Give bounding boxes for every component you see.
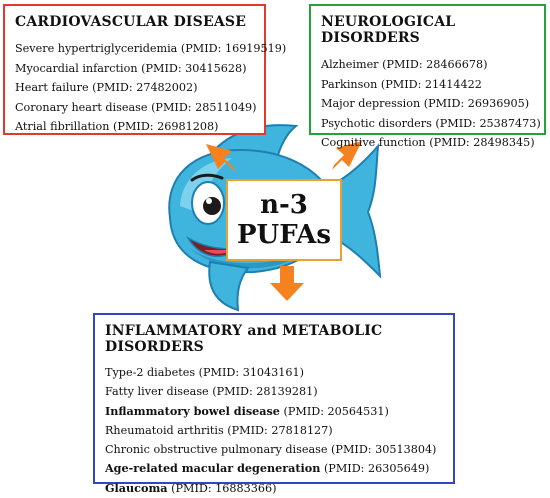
fish-tail xyxy=(329,142,382,279)
center-label-line1: n-3 xyxy=(260,190,308,220)
list-item: Age-related macular degeneration (PMID: … xyxy=(105,459,443,478)
list-item: Severe hypertriglyceridemia (PMID: 16919… xyxy=(15,42,287,55)
pmid: (PMID: 16883366) xyxy=(167,481,277,495)
list-item: Psychotic disorders (PMID: 25387473) xyxy=(321,116,541,130)
arrow-up-right-icon xyxy=(332,141,362,170)
list-item: Rheumatoid arthritis (PMID: 27818127) xyxy=(105,421,443,440)
list-item: Myocardial infarction (PMID: 30415628) xyxy=(15,61,247,75)
pmid: (PMID: 27818127) xyxy=(223,423,333,437)
disease-name: Age-related macular degeneration xyxy=(105,461,321,476)
list-item: Fatty liver disease (PMID: 28139281) xyxy=(105,382,443,401)
pmid: (PMID: 30513804) xyxy=(327,443,437,457)
disease-name: Inflammatory bowel disease xyxy=(105,403,280,418)
arrow-down-icon xyxy=(270,266,304,301)
list-item: Inflammatory bowel disease (PMID: 205645… xyxy=(105,402,443,421)
list-item: Chronic obstructive pulmonary disease (P… xyxy=(105,440,443,459)
disease-name: Fatty liver disease xyxy=(105,385,209,399)
list-item: Glaucoma (PMID: 16883366) xyxy=(105,479,443,498)
inflammatory-list: Type-2 diabetes (PMID: 31043161) Fatty l… xyxy=(105,363,443,498)
arrow-up-left-icon xyxy=(206,144,235,172)
inflammatory-box: INFLAMMATORY and METABOLIC DISORDERS Typ… xyxy=(93,313,455,495)
cardiovascular-box: CARDIOVASCULAR DISEASE Severe hypertrigl… xyxy=(3,4,287,137)
pmid: (PMID: 26305649) xyxy=(320,462,430,476)
pmid: (PMID: 31043161) xyxy=(195,366,305,379)
fish-bottom-fin xyxy=(208,260,250,312)
cardiovascular-title: CARDIOVASCULAR DISEASE xyxy=(15,14,247,30)
disease-name: Glaucoma xyxy=(105,480,168,495)
neurological-title: NEUROLOGICAL DISORDERS xyxy=(321,14,456,46)
pmid: (PMID: 28139281) xyxy=(208,385,318,399)
list-item: Major depression (PMID: 26936905) xyxy=(321,97,530,111)
center-label: n-3 PUFAs xyxy=(226,179,342,261)
cardiovascular-list: Severe hypertriglyceridemia (PMID: 16919… xyxy=(15,39,287,137)
center-label-line2: PUFAs xyxy=(237,220,331,250)
pmid: (PMID: 20564531) xyxy=(279,404,389,418)
list-item: Heart failure (PMID: 27482002) xyxy=(15,81,198,95)
disease-name: Type-2 diabetes xyxy=(105,366,196,379)
list-item: Parkinson (PMID: 21414422 xyxy=(321,77,482,91)
disease-name: Rheumatoid arthritis xyxy=(105,423,224,437)
list-item: Alzheimer (PMID: 28466678) xyxy=(321,58,488,71)
list-item: Cognitive function (PMID: 28498345) xyxy=(321,136,535,150)
disease-name: Chronic obstructive pulmonary disease xyxy=(105,443,328,457)
neurological-box: NEUROLOGICAL DISORDERS Alzheimer (PMID: … xyxy=(309,4,546,149)
list-item: Type-2 diabetes (PMID: 31043161) xyxy=(105,363,443,382)
neurological-list: Alzheimer (PMID: 28466678) Parkinson (PM… xyxy=(321,55,541,153)
list-item: Atrial fibrillation (PMID: 26981208) xyxy=(15,120,219,134)
inflammatory-title: INFLAMMATORY and METABOLIC DISORDERS xyxy=(105,323,383,355)
list-item: Coronary heart disease (PMID: 28511049) xyxy=(15,100,257,114)
